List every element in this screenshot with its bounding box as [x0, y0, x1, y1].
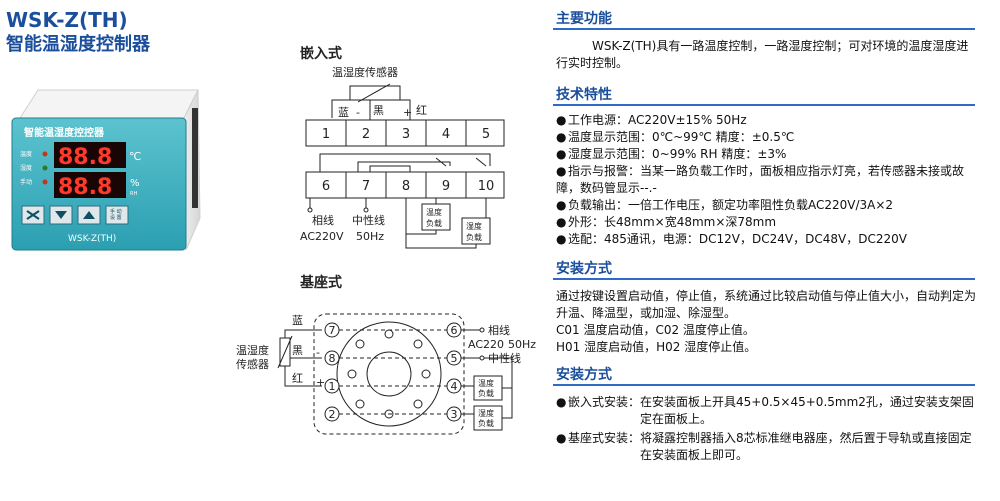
product-title: WSK-Z(TH) — [6, 8, 128, 32]
wire-blue-label: 蓝 — [292, 314, 303, 327]
wire-blue-label: 蓝 — [338, 106, 349, 119]
terminal-label: 9 — [442, 179, 450, 194]
install-line: 通过按键设置启动值，停止值，系统通过比较启动值与停止值大小，自动判定为升温、降温… — [556, 289, 977, 320]
led-icon — [42, 151, 48, 157]
humidity-unit-sub: RH — [130, 191, 137, 197]
phase-label: 相线 — [312, 213, 334, 227]
humidity-display — [54, 172, 126, 198]
sensor-label: 温湿度传感器 — [236, 343, 269, 371]
pin-label: 4 — [451, 380, 458, 393]
pin-label: 3 — [451, 408, 458, 421]
sensor-icon — [349, 85, 401, 101]
wire-red-label: 红 — [416, 104, 427, 117]
embedded-wiring-diagram: 温湿度传感器 蓝 - 黑 + 红 1 2 3 4 5 6 7 8 — [300, 65, 505, 249]
minus-label: - — [316, 346, 320, 359]
section-title-tech: 技术特性 — [556, 87, 612, 103]
pin-label: 7 — [329, 324, 336, 337]
panel-title: 智能温湿度控控器 — [24, 126, 105, 139]
tech-item: ●指示与报警：当某一路负载工作时，面板相应指示灯亮，若传感器未接或故障，数码管显… — [556, 164, 965, 195]
terminal-label: 8 — [402, 179, 410, 194]
humidity-digits: 88.8 — [58, 175, 112, 200]
pin-label: 1 — [329, 380, 336, 393]
temperature-display — [54, 142, 126, 168]
tech-list: ●工作电源：AC220V±15% 50Hz ●温度显示范围：0℃~99℃ 精度：… — [556, 112, 976, 248]
voltage-label: AC220 — [468, 338, 504, 351]
main-function-text: WSK-Z(TH)具有一路温度控制，一路湿度控制；可对环境的温度湿度进行实时控制… — [556, 39, 969, 70]
model-label: WSK-Z(TH) — [68, 234, 116, 244]
led-icon — [42, 165, 48, 171]
product-subtitle: 智能温湿度控制器 — [6, 34, 150, 55]
minus-label: - — [356, 106, 360, 119]
indicator-label: 手动 — [20, 178, 32, 186]
section-divider — [553, 104, 975, 106]
temperature-unit: ℃ — [129, 150, 141, 163]
tech-item: ●负载输出：一倍工作电压，额定功率阻性负载AC220V/3A×2 — [556, 198, 894, 212]
tools-icon — [26, 210, 40, 220]
indicator-label: 温度 — [20, 150, 32, 158]
tech-item: ●工作电源：AC220V±15% 50Hz — [556, 113, 747, 127]
install-line: H01 湿度启动值，H02 湿度停止值。 — [556, 340, 757, 354]
plus-label: + — [403, 106, 412, 119]
terminal-label: 1 — [322, 127, 330, 142]
plus-label: + — [316, 376, 325, 389]
temperature-digits: 88.8 — [58, 145, 112, 170]
freq-label: 50Hz — [356, 230, 384, 243]
pin-label: 2 — [329, 408, 336, 421]
section-divider — [553, 278, 975, 280]
install-description: 通过按键设置启动值，停止值，系统通过比较启动值与停止值大小，自动判定为升温、降温… — [556, 288, 976, 356]
tech-item: ●选配：485通讯，电源：DC12V，DC24V，DC48V，DC220V — [556, 232, 907, 246]
sensor-label: 温湿度传感器 — [332, 65, 398, 79]
embedded-title: 嵌入式 — [300, 46, 342, 62]
wire-black-label: 黑 — [292, 344, 303, 357]
pin-label: 8 — [329, 352, 336, 365]
pin-label: 5 — [451, 352, 458, 365]
install-line: C01 温度启动值，C02 温度停止值。 — [556, 323, 755, 337]
terminal-label: 5 — [482, 127, 490, 142]
humidity-unit: % — [130, 178, 140, 189]
section-title-main-function: 主要功能 — [556, 11, 612, 27]
install-methods: ●嵌入式安装：在安装面板上开具45+0.5×45+0.5mm2孔，通过安装支架固… — [556, 394, 976, 464]
terminal-label: 2 — [362, 127, 370, 142]
controller-photo: 智能温湿度控控器 温度 湿度 手动 88.8 ℃ 88.8 % RH 手 动设 … — [11, 89, 201, 251]
indicator-label: 湿度 — [20, 164, 32, 172]
triangle-down-icon — [55, 211, 67, 219]
section-divider — [553, 384, 975, 386]
wire-red-label: 红 — [292, 372, 303, 385]
base-title: 基座式 — [300, 275, 342, 291]
section-divider — [553, 28, 975, 30]
manual-set-label: 手 动设 置 — [110, 208, 122, 221]
temp-load-label: 温度负载 — [426, 207, 442, 228]
neutral-label: 中性线 — [488, 351, 521, 365]
triangle-up-icon — [83, 211, 95, 219]
wire-black-label: 黑 — [373, 104, 384, 117]
terminal-label: 4 — [442, 127, 450, 142]
install-method-item: ●嵌入式安装：在安装面板上开具45+0.5×45+0.5mm2孔，通过安装支架固… — [556, 395, 974, 426]
manual-set-button[interactable] — [105, 205, 129, 225]
led-icon — [42, 179, 48, 185]
tech-item: ●外形：长48mm×宽48mm×深78mm — [556, 215, 777, 229]
install-method-item: ●基座式安装：将凝露控制器插入8芯标准继电器座，然后置于导轨或直接固定在安装面板… — [556, 431, 972, 462]
base-wiring-diagram: 蓝 黑 红 - + 温湿度传感器 7 8 1 2 6 5 4 3 — [236, 313, 536, 435]
terminal-label: 10 — [478, 179, 495, 194]
humid-load-label: 湿度负载 — [478, 408, 494, 428]
temp-load-label: 温度负载 — [478, 378, 494, 398]
freq-label: 50Hz — [508, 338, 536, 351]
voltage-label: AC220V — [300, 230, 344, 243]
terminal-label: 3 — [402, 127, 410, 142]
humid-load-label: 湿度负载 — [466, 221, 482, 242]
tech-item: ●湿度显示范围：0~99% RH 精度：±3% — [556, 147, 787, 161]
section-title-install: 安装方式 — [556, 261, 612, 277]
tech-item: ●温度显示范围：0℃~99℃ 精度：±0.5℃ — [556, 130, 795, 144]
section-title-install-2: 安装方式 — [556, 367, 612, 383]
terminal-label: 6 — [322, 179, 330, 194]
terminal-label: 7 — [362, 179, 370, 194]
phase-label: 相线 — [488, 323, 510, 337]
pin-label: 6 — [451, 324, 458, 337]
neutral-label: 中性线 — [352, 213, 385, 227]
